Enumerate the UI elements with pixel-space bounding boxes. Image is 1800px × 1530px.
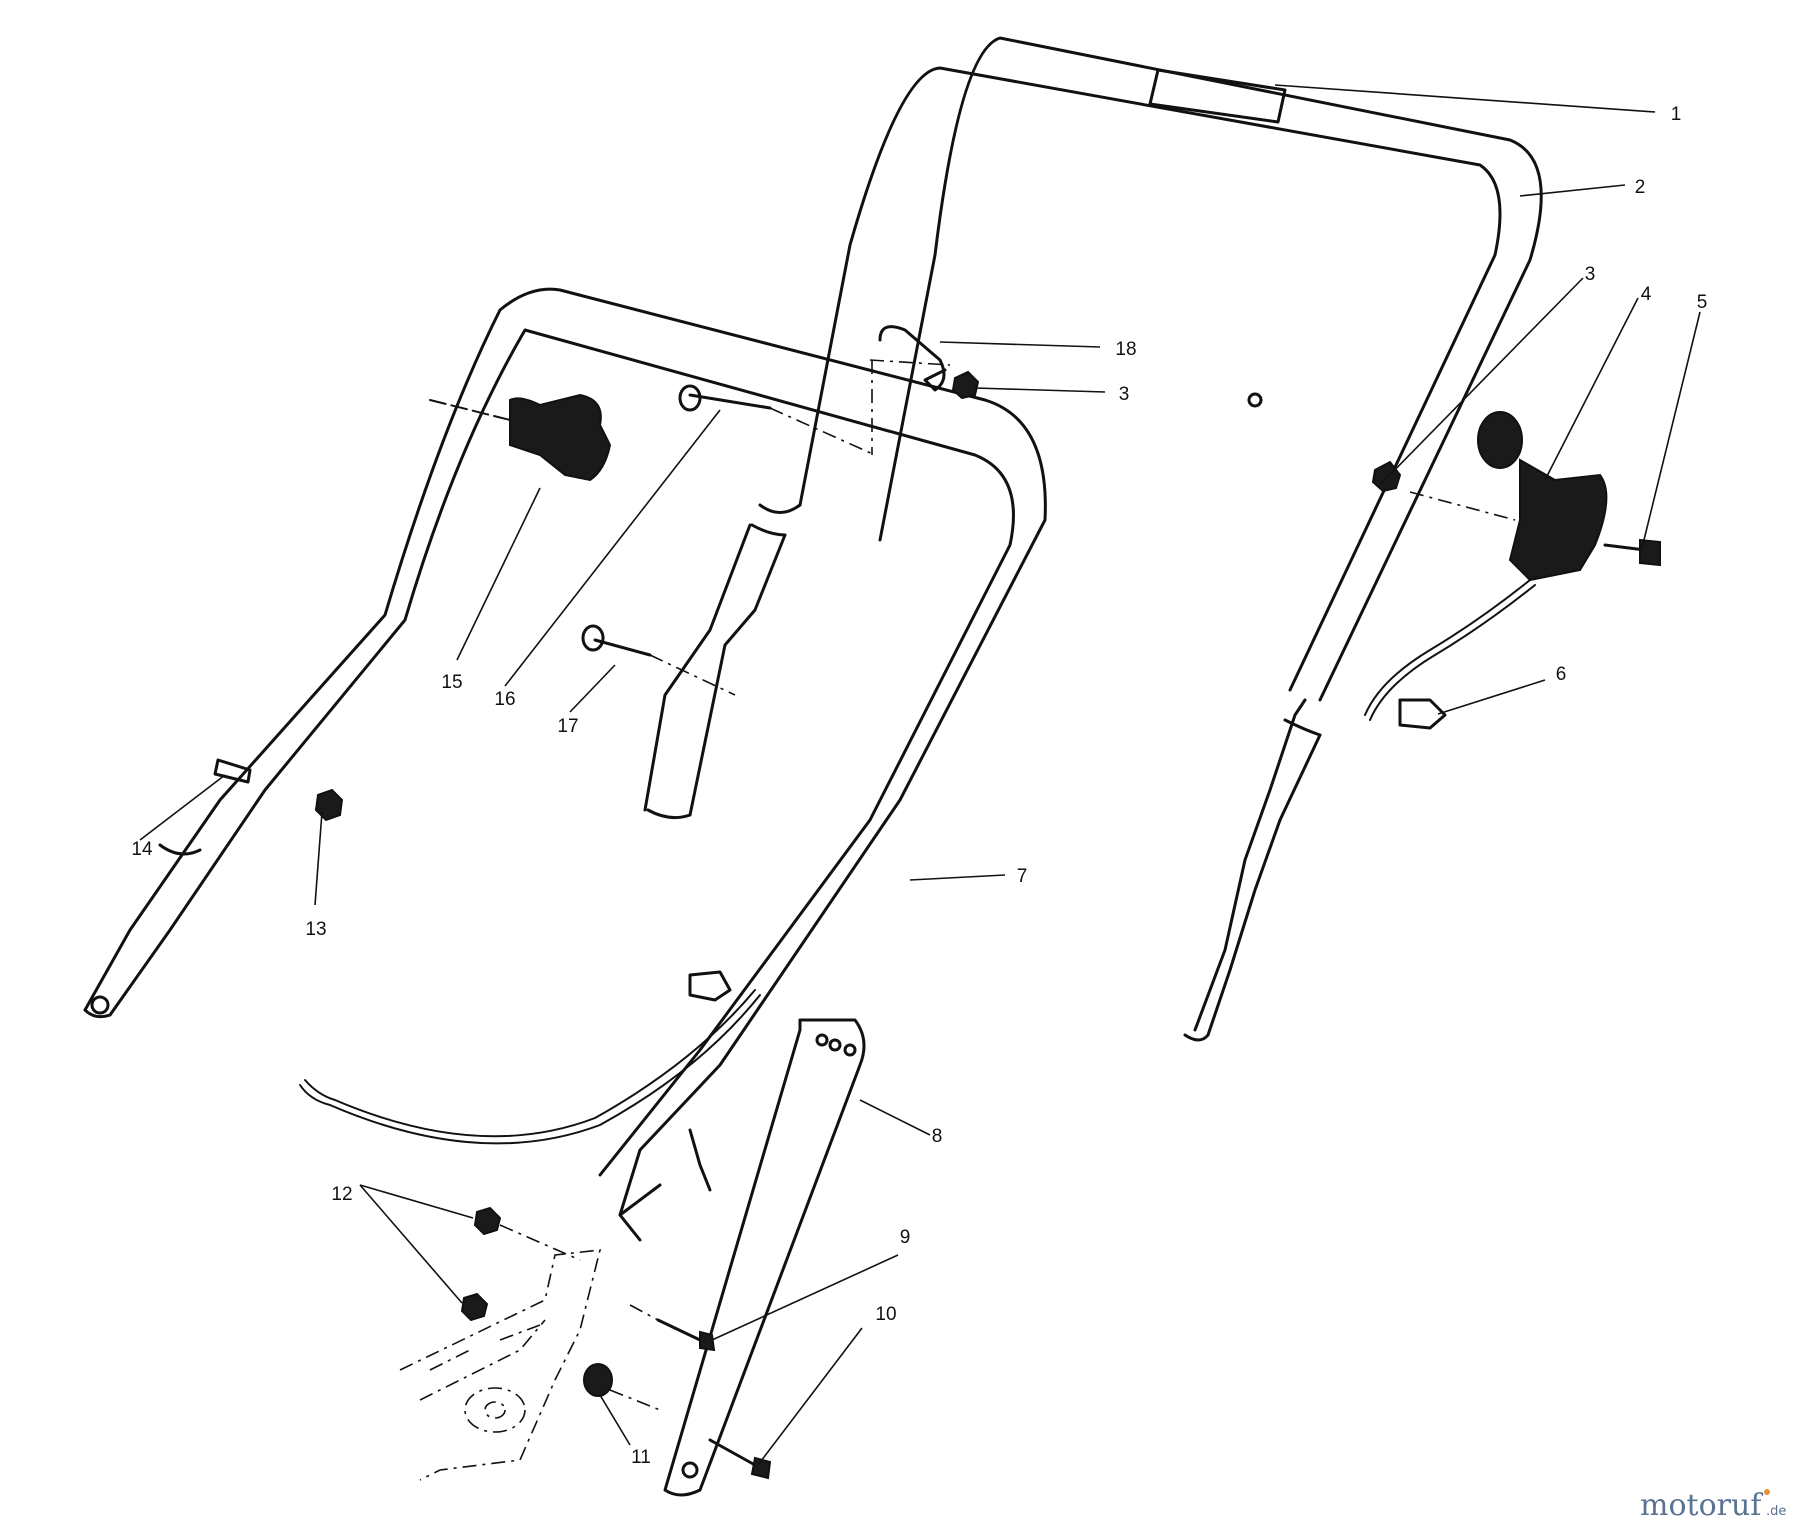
cable-clip bbox=[869, 325, 951, 392]
callout-15: 15 bbox=[441, 672, 462, 693]
cable-clip-right bbox=[1398, 698, 1447, 730]
callout-4: 4 bbox=[1641, 284, 1652, 305]
callout-8: 8 bbox=[932, 1126, 943, 1147]
lower-handle bbox=[83, 287, 1047, 1242]
hardware-nuts bbox=[314, 370, 1402, 1411]
callout-13: 13 bbox=[305, 919, 326, 940]
watermark-brand: motoruf bbox=[1640, 1488, 1763, 1523]
handle-bracket bbox=[663, 1018, 866, 1497]
carriage-bolt bbox=[581, 624, 736, 696]
callout-18: 18 bbox=[1115, 339, 1136, 360]
grip bbox=[1148, 68, 1287, 124]
callout-3b: 3 bbox=[1119, 384, 1130, 405]
mower-deck bbox=[399, 1249, 602, 1481]
callout-12: 12 bbox=[331, 1184, 352, 1205]
upper-handle-lower-tube bbox=[643, 523, 787, 820]
watermark-suffix: .de bbox=[1766, 1504, 1786, 1519]
watermark-dot bbox=[1764, 1489, 1770, 1495]
bolts-lower bbox=[629, 1304, 772, 1480]
callout-6: 6 bbox=[1556, 664, 1567, 685]
callout-1: 1 bbox=[1671, 104, 1682, 125]
pivot-pin bbox=[213, 758, 252, 784]
callout-14: 14 bbox=[131, 839, 153, 860]
callout-5: 5 bbox=[1697, 292, 1708, 313]
callout-10: 10 bbox=[875, 1304, 896, 1325]
throttle-bolt bbox=[1603, 538, 1661, 567]
watermark: motoruf .de bbox=[1640, 1488, 1786, 1523]
callout-numbers: 1 2 3 4 5 18 3 6 15 16 17 14 13 7 8 12 9… bbox=[131, 104, 1707, 1468]
callout-16: 16 bbox=[494, 689, 515, 710]
callout-11: 11 bbox=[631, 1447, 651, 1468]
leader-lines bbox=[139, 84, 1701, 1466]
callout-7: 7 bbox=[1017, 866, 1028, 887]
callout-2: 2 bbox=[1635, 177, 1646, 198]
throttle-control bbox=[1364, 411, 1608, 721]
callout-3: 3 bbox=[1585, 264, 1596, 285]
carriage-bolt-long bbox=[678, 360, 876, 456]
knob bbox=[429, 393, 612, 482]
callout-17: 17 bbox=[557, 716, 578, 737]
callout-9: 9 bbox=[900, 1227, 911, 1248]
upper-handle bbox=[758, 36, 1543, 1042]
control-cable bbox=[299, 970, 761, 1145]
